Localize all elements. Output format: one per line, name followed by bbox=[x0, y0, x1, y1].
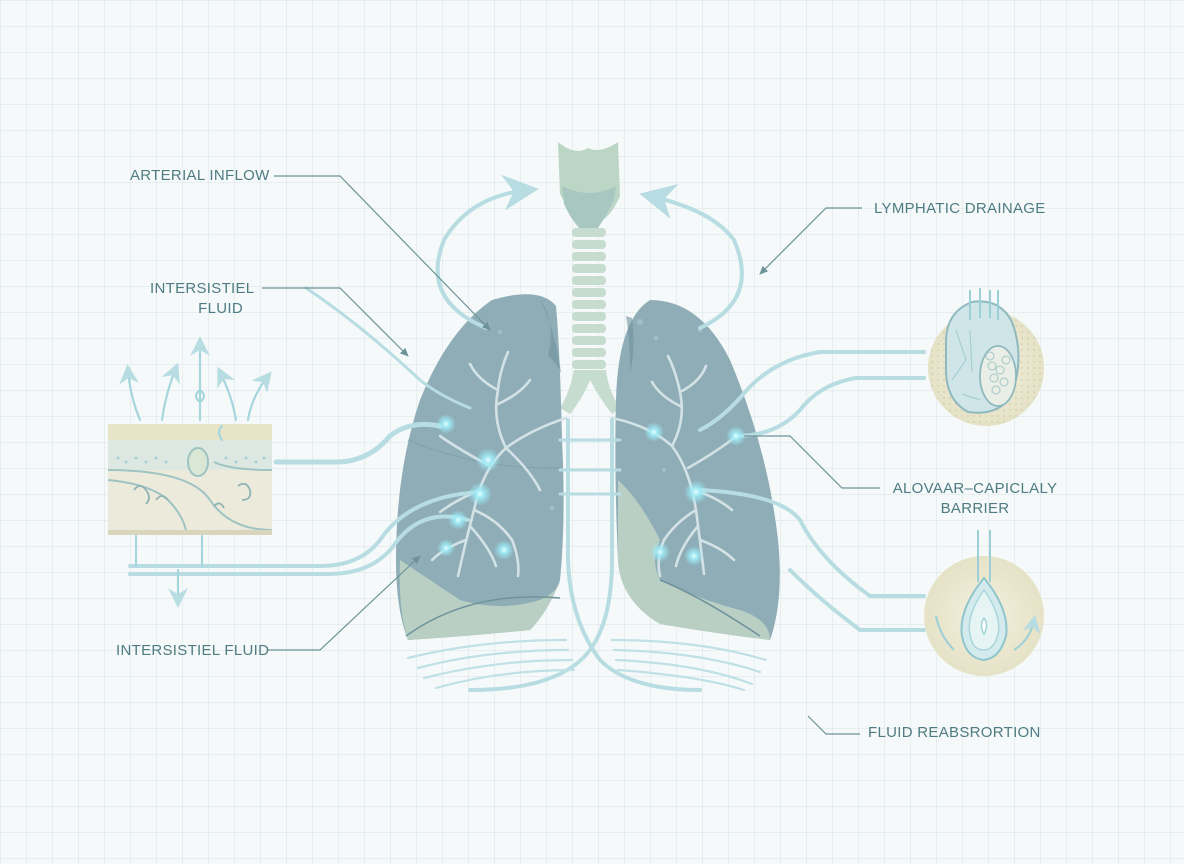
tissue-block-illustration bbox=[107, 336, 273, 608]
flow-lines bbox=[128, 174, 926, 692]
lung-speckles bbox=[498, 319, 702, 511]
trachea-rings bbox=[572, 228, 606, 369]
label-interstitial-fluid-top-line2: FLUID bbox=[198, 300, 243, 317]
inset-alveolar-tissue bbox=[928, 288, 1044, 426]
trachea bbox=[558, 142, 620, 414]
label-lymphatic-drainage: LYMPHATIC DRAINAGE bbox=[874, 200, 1046, 217]
leader-barrier bbox=[744, 435, 880, 489]
label-arterial-inflow: ARTERIAL INFLOW bbox=[130, 167, 270, 184]
label-barrier-line1: ALOVAAR–CAPICLALY bbox=[892, 480, 1058, 497]
leader-arterial-inflow bbox=[274, 175, 491, 331]
leader-fluid-reabsorption bbox=[807, 715, 860, 735]
label-interstitial-fluid-top-line1: INTERSISTIEL bbox=[150, 280, 255, 297]
vein-wisps bbox=[406, 638, 768, 692]
leader-lymphatic-drainage bbox=[759, 207, 862, 275]
lymphatic-arc-right bbox=[639, 183, 744, 330]
label-interstitial-fluid-top: INTERSISTIEL FLUID bbox=[150, 279, 255, 319]
leader-lines bbox=[262, 175, 880, 735]
label-barrier-line2: BARRIER bbox=[940, 500, 1010, 517]
alveolar-glow-points bbox=[436, 414, 746, 566]
label-alveolar-capillary-barrier: ALOVAAR–CAPICLALY BARRIER bbox=[884, 479, 1066, 519]
inset-fluid-droplet bbox=[924, 530, 1044, 676]
arterial-arc-left bbox=[435, 174, 539, 330]
label-interstitial-fluid-bottom: INTERSISTIEL FLUID bbox=[116, 642, 270, 659]
label-fluid-reabsorption: FLUID REABSRORTION bbox=[868, 724, 1041, 741]
leader-interstitial-bottom bbox=[268, 555, 421, 651]
leader-interstitial-top bbox=[262, 287, 409, 357]
